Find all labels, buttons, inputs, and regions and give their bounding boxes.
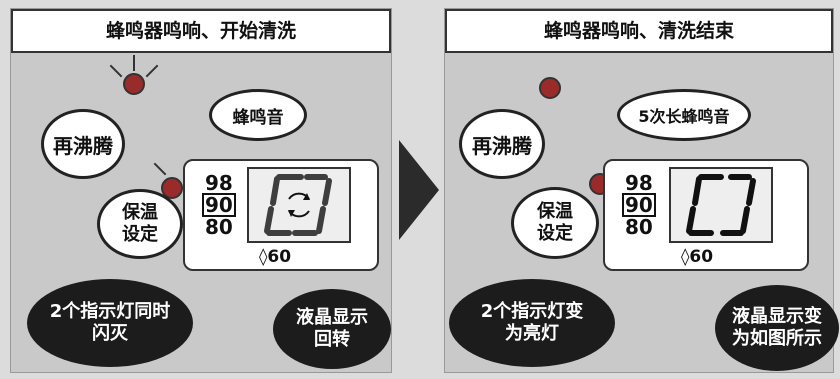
right-panel: 蜂鸣器鸣响、清洗结束 再沸腾 5次长蜂鸣音 保温 设定 98 90 80 ◊60… <box>444 8 839 373</box>
caption-lcd: 液晶显示 回转 <box>273 289 391 369</box>
caption-indicators-line2: 闪灭 <box>92 323 128 344</box>
beep-text: 蜂鸣音 <box>232 107 284 128</box>
lcd-screen <box>669 167 773 243</box>
lcd-screen <box>247 167 351 243</box>
caption-lcd: 液晶显示变 为如图所示 <box>715 285 839 371</box>
reboil-indicator-lamp <box>539 77 561 99</box>
caption-indicators-line1: 2个指示灯同时 <box>49 301 171 322</box>
lamp-ray <box>133 55 135 71</box>
lcd-panel: 98 90 80 ◊60 <box>603 159 809 271</box>
caption-lcd-line2: 为如图所示 <box>732 328 822 349</box>
caption-lcd-line2: 回转 <box>314 329 350 350</box>
water-level: ◊60 <box>681 247 713 267</box>
lcd-segments <box>686 174 756 236</box>
rotate-arrows-icon <box>264 174 332 236</box>
reboil-button[interactable]: 再沸腾 <box>459 109 545 179</box>
left-panel-title: 蜂鸣器鸣响、开始清洗 <box>11 9 391 53</box>
keep-warm-label-2: 设定 <box>122 224 158 245</box>
keep-warm-indicator-lamp <box>161 177 183 199</box>
reboil-button[interactable]: 再沸腾 <box>41 109 125 179</box>
caption-indicators: 2个指示灯同时 闪灭 <box>27 279 193 367</box>
reboil-indicator-lamp <box>123 73 145 95</box>
temp-90-selected: 90 <box>622 193 656 217</box>
right-panel-title: 蜂鸣器鸣响、清洗结束 <box>445 9 833 53</box>
long-beep-text: 5次长蜂鸣音 <box>638 107 730 126</box>
caption-indicators-line1: 2个指示灯变 <box>480 301 584 322</box>
keep-warm-button[interactable]: 保温 设定 <box>97 189 183 259</box>
keep-warm-button[interactable]: 保温 设定 <box>511 187 599 259</box>
temp-90-selected: 90 <box>202 193 236 217</box>
lamp-ray <box>153 162 167 176</box>
reboil-button-label: 再沸腾 <box>53 133 113 158</box>
caption-lcd-line1: 液晶显示 <box>296 307 368 328</box>
water-level: ◊60 <box>259 247 291 267</box>
long-beep-speech-bubble: 5次长蜂鸣音 <box>617 89 751 141</box>
water-level-value: 60 <box>267 247 292 267</box>
temp-98: 98 <box>205 171 233 195</box>
keep-warm-label-1: 保温 <box>537 201 573 222</box>
water-level-value: 60 <box>689 247 714 267</box>
reboil-button-label: 再沸腾 <box>472 133 532 158</box>
lamp-ray <box>109 64 123 78</box>
water-drop-icon: ◊ <box>259 247 268 267</box>
water-drop-icon: ◊ <box>681 247 690 267</box>
temp-98: 98 <box>625 171 653 195</box>
next-step-arrow-icon <box>399 140 439 240</box>
keep-warm-label-1: 保温 <box>122 202 158 223</box>
left-panel: 蜂鸣器鸣响、开始清洗 再沸腾 蜂鸣音 保温 设定 98 90 80 ◊60 <box>10 8 392 373</box>
temp-80: 80 <box>205 215 233 239</box>
keep-warm-label-2: 设定 <box>537 223 573 244</box>
lcd-panel: 98 90 80 ◊60 <box>183 159 379 271</box>
caption-indicators: 2个指示灯变 为亮灯 <box>449 279 615 367</box>
temp-80: 80 <box>625 215 653 239</box>
lamp-ray <box>145 64 159 78</box>
beep-speech-bubble: 蜂鸣音 <box>209 89 307 141</box>
caption-lcd-line1: 液晶显示变 <box>732 306 822 327</box>
caption-indicators-line2: 为亮灯 <box>505 323 559 344</box>
